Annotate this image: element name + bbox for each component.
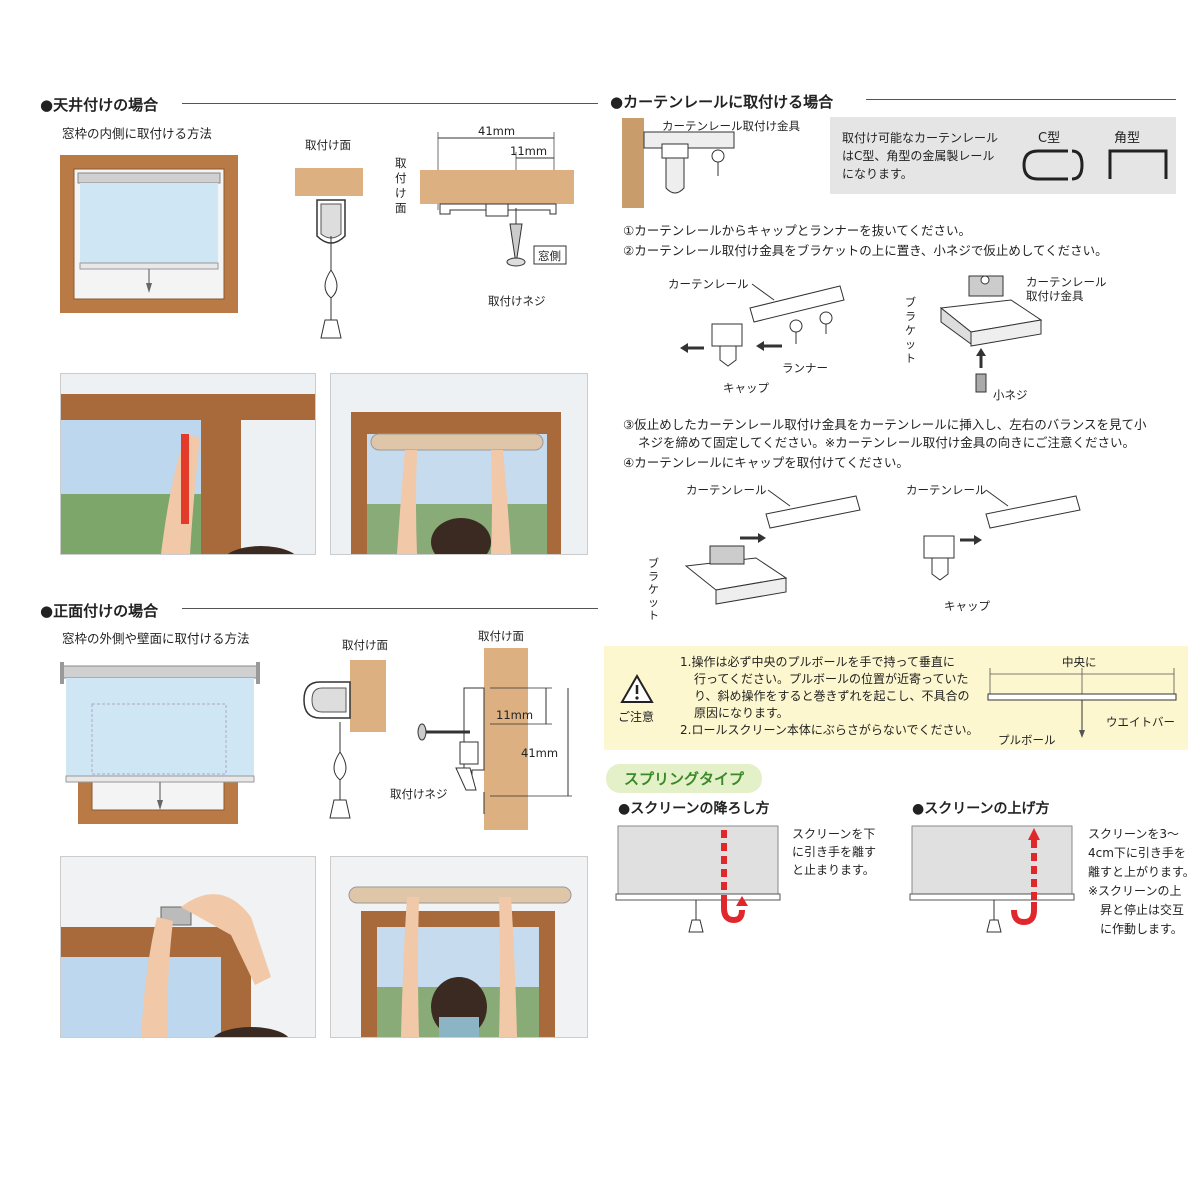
front-title: ●正面付けの場合 [40, 602, 159, 620]
d4-label-cap: キャップ [944, 599, 990, 613]
divider [182, 103, 598, 104]
photo-front-install-hanging [330, 856, 588, 1038]
lower-screen-diagram [615, 825, 781, 933]
d2-label-fitting: カーテンレール 取付け金具 [1026, 275, 1107, 303]
d1-label-runner: ランナー [782, 361, 828, 375]
raise-instructions: スクリーンを3～ 4cm下に引き手を 離すと上がります。 ※スクリーンの上 昇と… [1088, 827, 1195, 936]
fitting-insertion-diagram [684, 489, 861, 605]
lower-title: ●スクリーンの降ろし方 [618, 801, 770, 817]
label-surface-side: 取付け面 [395, 156, 407, 215]
label-c-type: C型 [1038, 131, 1061, 146]
rail-profile-icons [1022, 149, 1168, 181]
d1-label-rail: カーテンレール [668, 277, 749, 291]
divider [182, 608, 598, 609]
weight-bar-diagram [987, 668, 1177, 738]
inside-mount-window-illustration [60, 155, 238, 313]
dim-11: 11mm [510, 144, 548, 158]
label-center: 中央に [1062, 655, 1097, 669]
photo-ceiling-install-hanging [330, 373, 588, 555]
outside-mount-window-illustration [60, 662, 260, 824]
ceiling-subtitle: 窓枠の内側に取付ける方法 [62, 126, 213, 141]
step-3a: ③仮止めしたカーテンレール取付け金具をカーテンレールに挿入し、左右のバランスを見… [623, 417, 1147, 432]
bracket-fitting-diagram [939, 275, 1043, 393]
cap-runner-removal-diagram [680, 283, 845, 367]
spring-type-badge: スプリングタイプ [606, 764, 763, 793]
d2-label-bracket: ブラケット [905, 296, 916, 365]
step-1: ①カーテンレールからキャップとランナーを抜いてください。 [623, 223, 971, 238]
step-2: ②カーテンレール取付け金具をブラケットの上に置き、小ネジで仮止めしてください。 [623, 243, 1108, 258]
caution-label: ご注意 [618, 710, 655, 724]
ceiling-bracket-diagram [295, 168, 363, 339]
label-screw-front: 取付けネジ [390, 787, 448, 801]
photo-front-install-screwdriver [60, 856, 316, 1038]
label-screw: 取付けネジ [488, 294, 546, 308]
d3-label-bracket: ブラケット [648, 557, 659, 622]
ceiling-dimension-diagram [420, 132, 574, 267]
rail-title: ●カーテンレールに取付ける場合 [610, 93, 834, 111]
dim-41: 41mm [478, 124, 516, 138]
label-weight-bar: ウエイトバー [1106, 715, 1175, 729]
label-pull-ball: プルボール [998, 733, 1056, 747]
caution-box: ご注意 1.操作は必ず中央のプルボールを手で持って垂直に 行ってください。プルボ… [604, 646, 1188, 750]
compatible-rail-info-box: 取付け可能なカーテンレール はC型、角型の金属製レール になります。 C型 角型 [830, 117, 1176, 194]
label-surface: 取付け面 [305, 138, 351, 152]
front-dimension-diagram [417, 648, 572, 830]
cap-attachment-diagram [923, 489, 1081, 581]
label-rail-fitting: カーテンレール取付け金具 [662, 119, 800, 133]
front-subtitle: 窓枠の外側や壁面に取付ける方法 [62, 631, 250, 646]
d2-label-screw: 小ネジ [993, 388, 1028, 402]
raise-screen-diagram [909, 825, 1075, 933]
compatible-rail-info: 取付け可能なカーテンレール はC型、角型の金属製レール になります。 [842, 131, 999, 181]
step-3b: ネジを締めて固定してください。※カーテンレール取付け金具の向きにご注意ください。 [638, 435, 1135, 450]
lower-instructions: スクリーンを下 に引き手を離す と止まります。 [792, 827, 877, 877]
dim-11-front: 11mm [496, 708, 534, 722]
raise-title: ●スクリーンの上げ方 [912, 801, 1050, 817]
step-4: ④カーテンレールにキャップを取付けてください。 [623, 455, 909, 470]
ceiling-title: ●天井付けの場合 [40, 96, 159, 114]
d1-label-cap: キャップ [723, 381, 769, 395]
label-square-type: 角型 [1114, 131, 1141, 146]
divider [866, 99, 1176, 100]
d3-label-rail: カーテンレール [686, 483, 767, 497]
label-surface-front-2: 取付け面 [478, 629, 524, 643]
caution-text: 1.操作は必ず中央のプルボールを手で持って垂直に 行ってください。プルボールの位… [680, 655, 979, 737]
dim-41-front: 41mm [521, 746, 559, 760]
label-surface-front: 取付け面 [342, 638, 388, 652]
rail-fitting-illustration [622, 118, 735, 208]
warning-icon [620, 673, 654, 703]
photo-ceiling-install-screwdriver [60, 373, 316, 555]
d4-label-rail: カーテンレール [906, 483, 987, 497]
label-window-side: 窓側 [538, 249, 561, 263]
front-bracket-diagram [303, 660, 386, 819]
